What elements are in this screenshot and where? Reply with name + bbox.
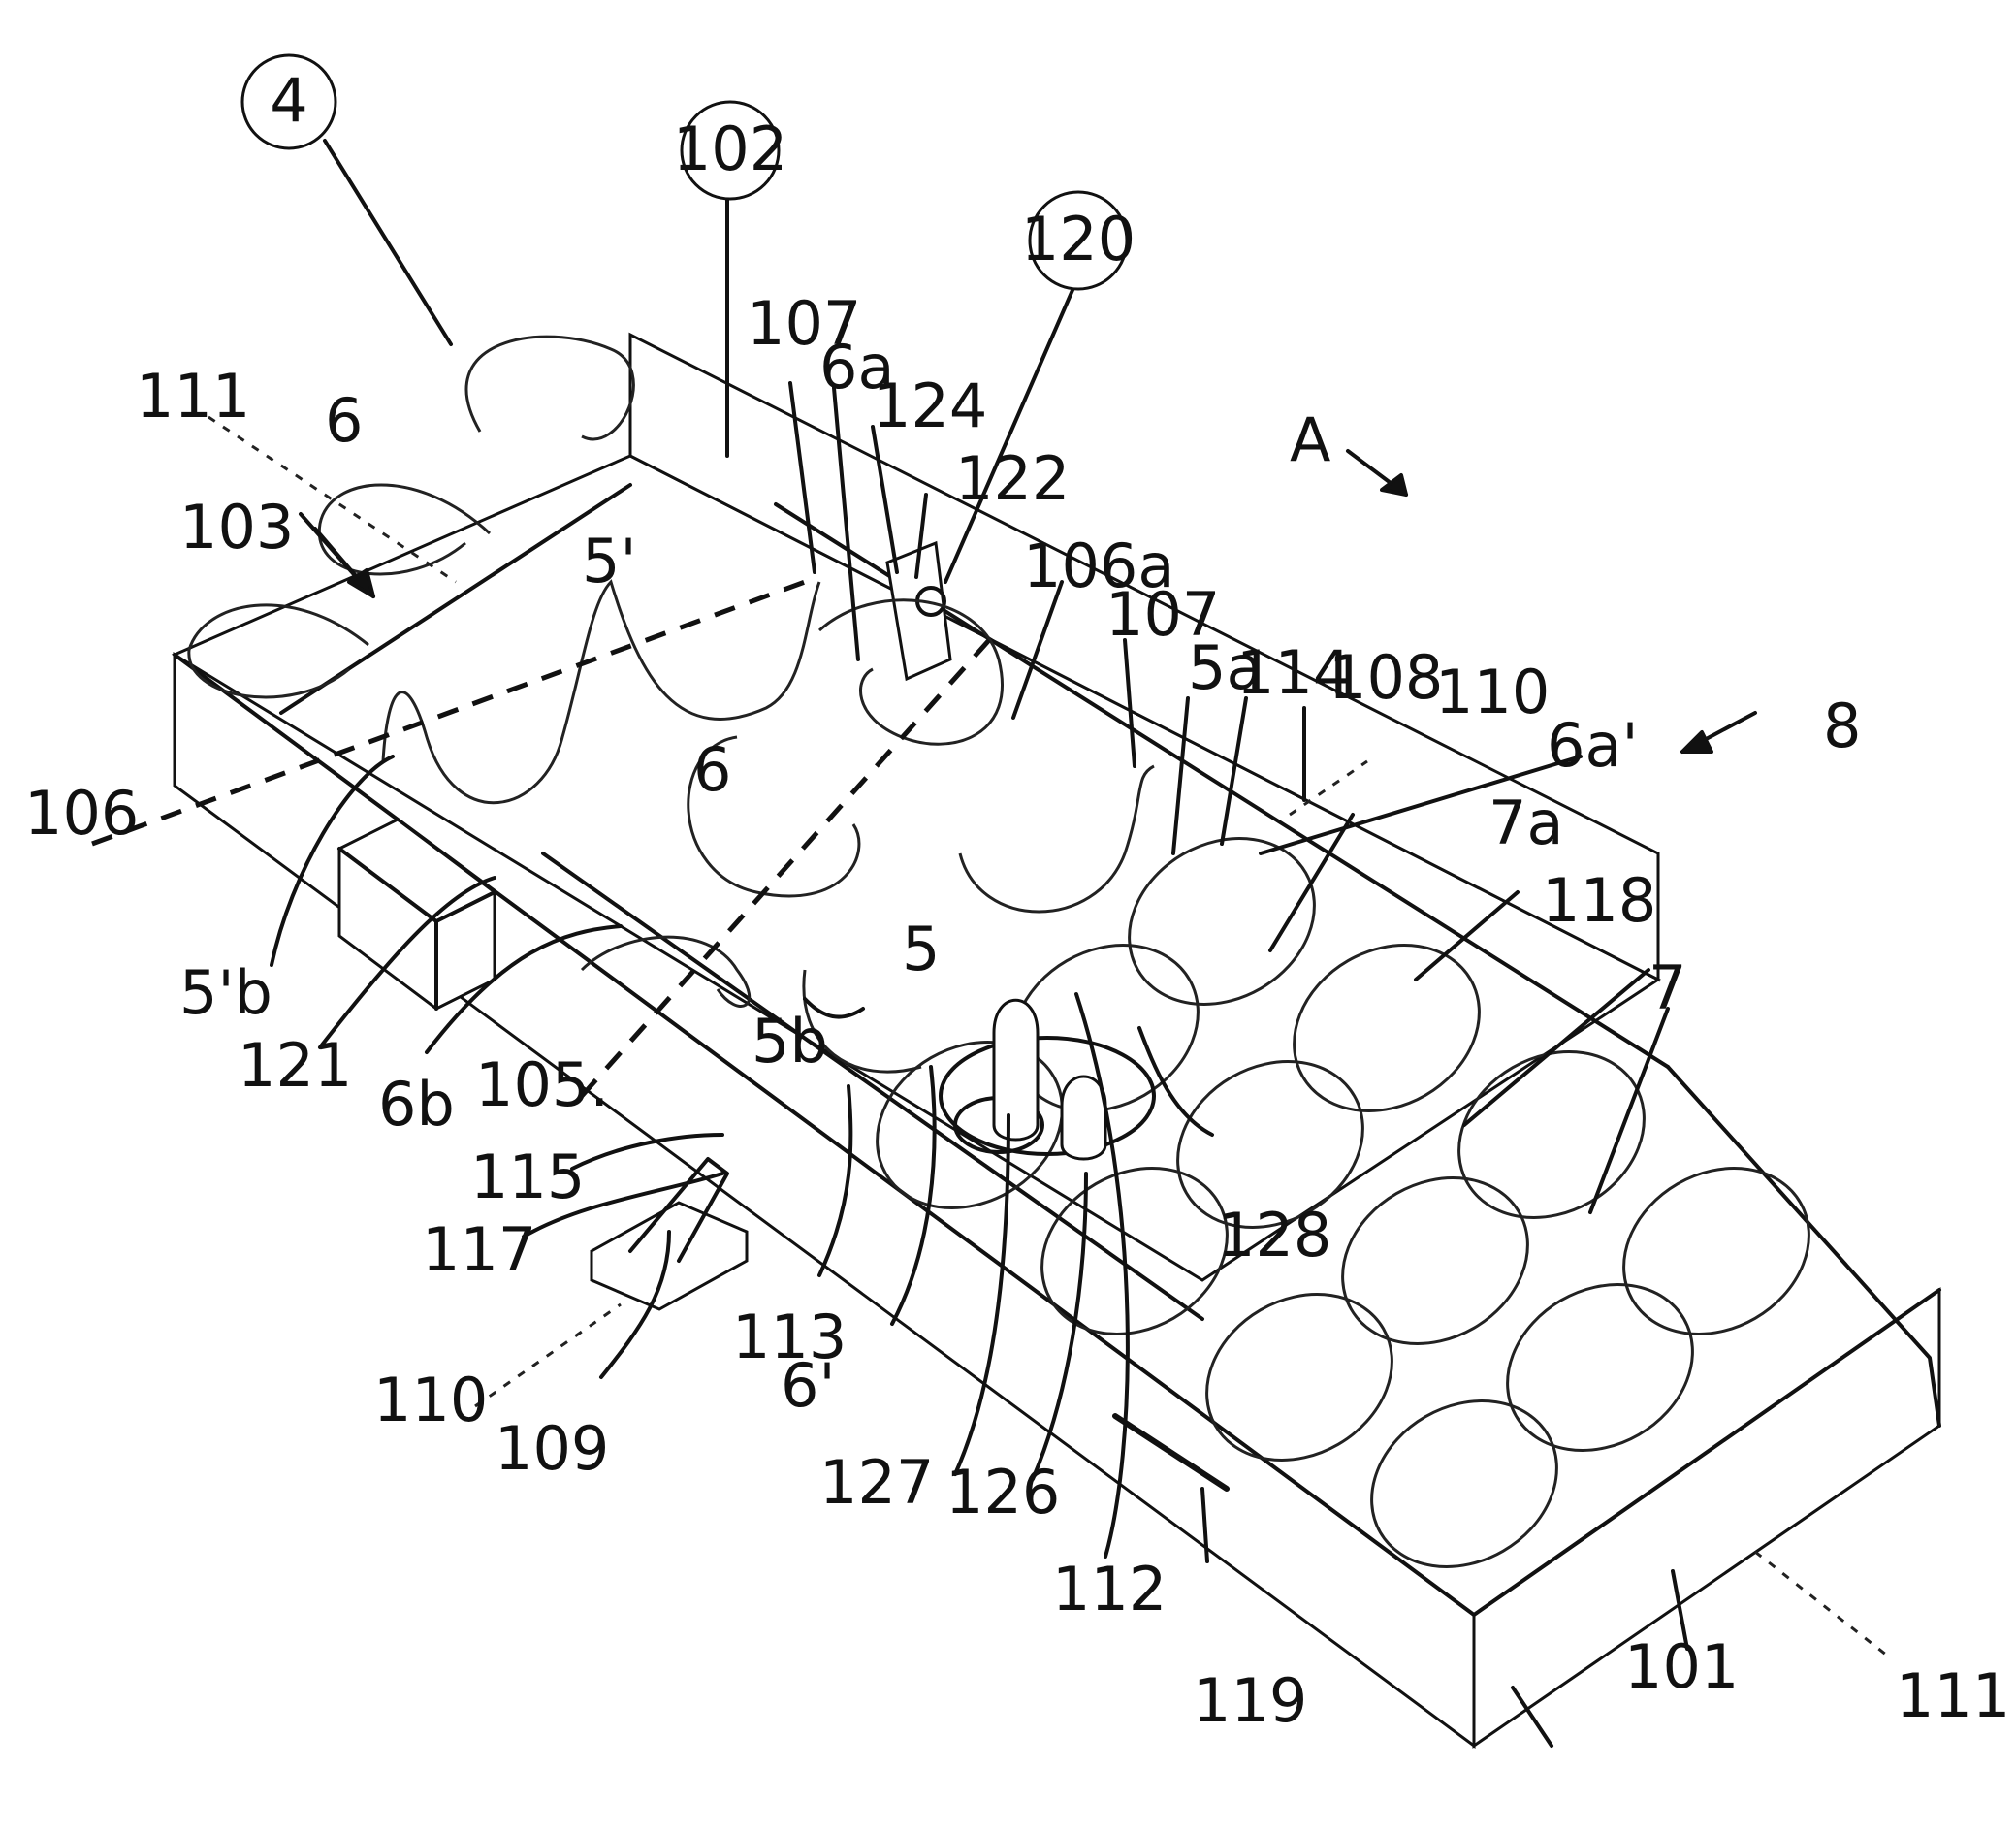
label-118: 118	[1542, 865, 1656, 936]
label-106: 106	[24, 778, 139, 849]
label-7: 7	[1648, 952, 1686, 1023]
label-5: 5	[902, 914, 940, 984]
label-6b: 6b	[378, 1069, 455, 1140]
label-111-top: 111	[136, 361, 250, 432]
bracket-121	[339, 820, 495, 1009]
label-6aprime: 6a'	[1547, 710, 1638, 781]
label-102: 102	[673, 113, 787, 184]
label-111-bottom: 111	[1896, 1660, 2010, 1731]
label-7a: 7a	[1488, 788, 1563, 858]
label-117: 117	[422, 1214, 536, 1285]
circled-callouts: 4 102 120	[242, 55, 1136, 289]
label-6prime: 6'	[781, 1350, 836, 1421]
label-4: 4	[270, 65, 307, 136]
label-5prime: 5'	[582, 526, 637, 596]
label-6-mid: 6	[693, 734, 731, 805]
label-126: 126	[945, 1457, 1060, 1528]
label-103: 103	[179, 492, 294, 563]
label-101: 101	[1624, 1631, 1739, 1702]
label-127: 127	[819, 1447, 934, 1518]
label-5b: 5b	[752, 1006, 828, 1077]
label-5primeb: 5'b	[179, 957, 272, 1028]
label-128: 128	[1217, 1200, 1331, 1270]
label-110-bottom: 110	[373, 1365, 488, 1435]
label-124: 124	[873, 370, 987, 441]
label-121: 121	[238, 1030, 352, 1101]
post-127	[994, 1000, 1038, 1140]
label-105: 105.	[475, 1049, 609, 1120]
label-119: 119	[1193, 1665, 1307, 1736]
label-109: 109	[495, 1413, 609, 1484]
label-122: 122	[955, 443, 1070, 514]
label-112: 112	[1052, 1554, 1167, 1624]
label-6-top: 6	[325, 385, 363, 456]
label-A: A	[1290, 404, 1330, 475]
label-108: 108	[1328, 642, 1443, 713]
label-115: 115	[470, 1142, 585, 1212]
label-8: 8	[1823, 691, 1861, 761]
label-110-top: 110	[1435, 657, 1550, 727]
label-120: 120	[1021, 204, 1136, 274]
post-126	[1062, 1077, 1105, 1159]
